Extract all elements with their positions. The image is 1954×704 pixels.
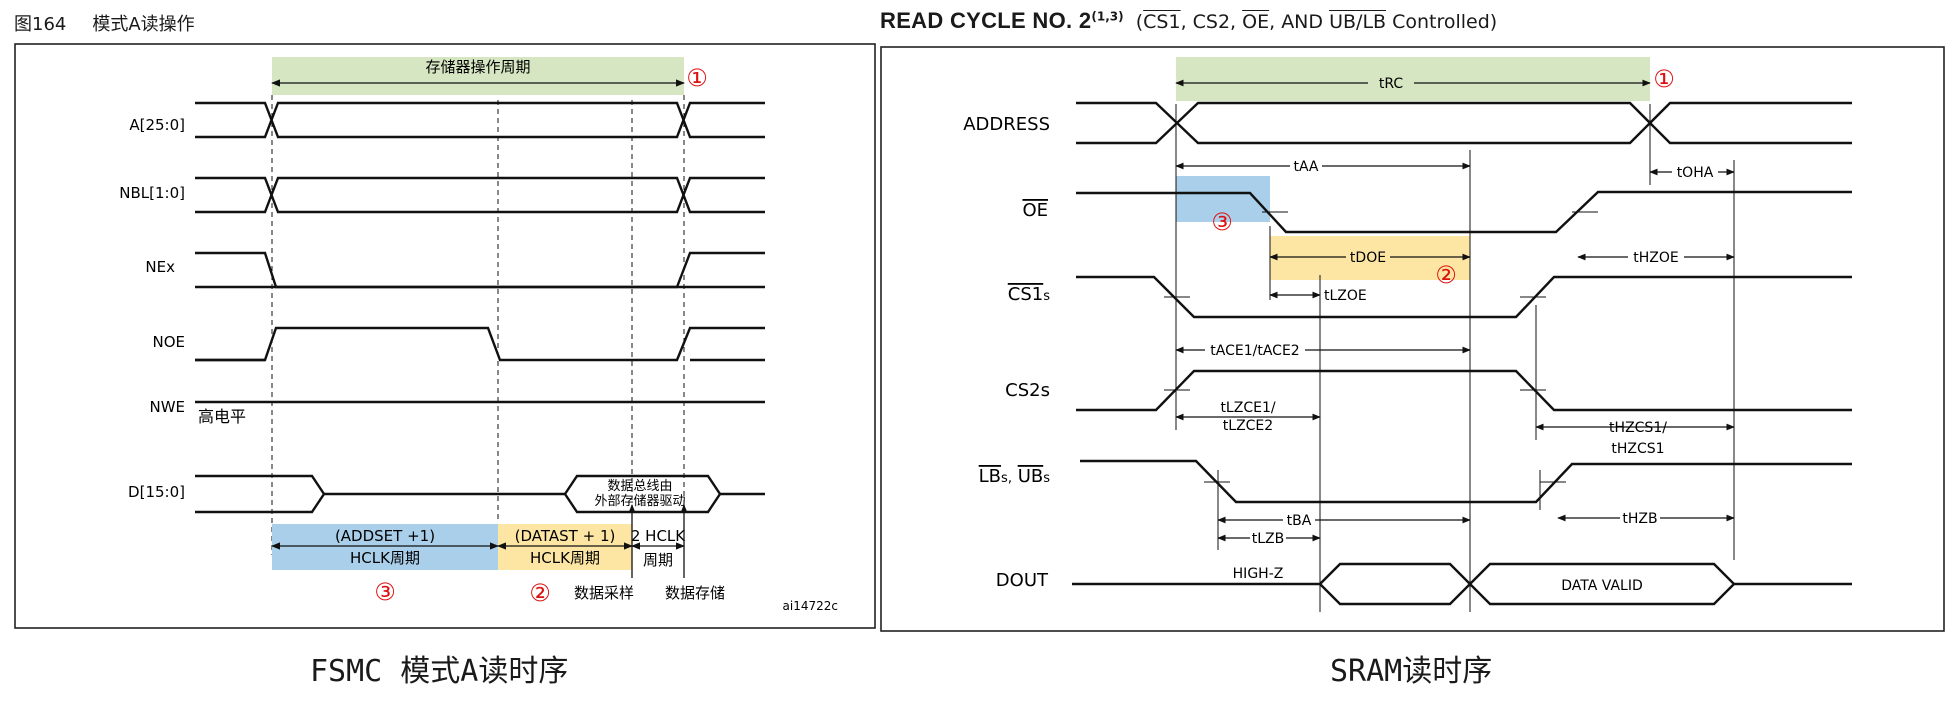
signal-nbl: NBL[1:0] (119, 184, 185, 202)
tlzce-label-1: tLZCE1/ (1220, 400, 1275, 416)
tlzoe-label: tLZOE (1324, 288, 1367, 304)
hclk2-line2: 周期 (643, 551, 673, 569)
title-lb: LB (1362, 11, 1387, 33)
title-mid2: , AND (1269, 11, 1330, 33)
left-caption: FSMC 模式A读时序 (310, 654, 569, 689)
left-marker-2: ② (529, 579, 551, 607)
high-z-label: HIGH-Z (1233, 566, 1284, 582)
right-caption: SRAM读时序 (1330, 654, 1493, 689)
datast-line1: (DATAST + 1) (515, 527, 616, 545)
data-valid-label: DATA VALID (1561, 578, 1642, 594)
signal-noe: NOE (152, 333, 185, 351)
data-bus-note-1: 数据总线由 (607, 479, 672, 494)
thzcs-label-1: tHZCS1/ (1609, 420, 1667, 436)
signal-lb-name: LB (979, 466, 1001, 487)
wave-address-lower (1076, 101, 1852, 145)
signal-a: A[25:0] (129, 116, 185, 134)
left-figure-title: 图164 模式A读操作 (14, 10, 195, 36)
wave-nex-high (195, 251, 765, 289)
wave-nbl-lower (195, 176, 765, 214)
store-label: 数据存储 (665, 584, 725, 602)
tace-label: tACE1/tACE2 (1210, 343, 1299, 359)
sample-label: 数据采样 (574, 584, 634, 602)
right-panel-frame (880, 46, 1945, 632)
right-marker-1: ① (1653, 65, 1675, 93)
fsmc-timing-panel: 存储器操作周期 ① A[25:0] NBL[1:0] NEx NOE NWE D… (14, 43, 876, 629)
datast-line2: HCLK周期 (530, 549, 600, 567)
wave-address-upper (1076, 101, 1852, 145)
fsmc-waveforms (195, 101, 765, 514)
wave-dout-transition (1318, 562, 1472, 606)
signal-ub-sub: s (1043, 471, 1050, 486)
left-panel-frame (14, 43, 876, 629)
wave-cs2 (1076, 369, 1852, 412)
tlzb-label: tLZB (1252, 531, 1284, 547)
thzb-label: tHZB (1622, 511, 1657, 527)
signal-dout: DOUT (996, 570, 1049, 591)
title-slash: / (1356, 11, 1363, 33)
figure-number: 图164 (14, 14, 67, 35)
right-figure-title: READ CYCLE NO. 2(1,3) (CS1, CS2, OE, AND… (880, 8, 1497, 34)
signal-cs1: CS1s (1008, 284, 1050, 305)
wave-lb-ub (1080, 459, 1852, 504)
thzoe-label: tHZOE (1633, 250, 1678, 266)
addset-line1: (ADDSET +1) (335, 527, 435, 545)
wave-d-left (195, 474, 326, 514)
read-cycle-title: READ CYCLE NO. 2 (880, 8, 1092, 33)
signal-d: D[15:0] (128, 483, 185, 501)
title-cs1: CS1 (1143, 11, 1181, 33)
sram-waveforms (1072, 101, 1852, 606)
right-marker-3: ③ (1211, 208, 1233, 236)
trc-label: tRC (1379, 76, 1404, 92)
title-superscript: (1,3) (1091, 9, 1124, 24)
signal-nex: NEx (145, 258, 175, 276)
signal-ub-name: UB (1018, 466, 1044, 487)
thzcs-label-2: tHZCS1 (1611, 441, 1664, 457)
wave-oe (1076, 190, 1852, 234)
tba-label: tBA (1287, 513, 1312, 529)
signal-lb-ub: LBs, UBs (979, 466, 1051, 487)
wave-a-lower (195, 101, 765, 139)
tdoe-label: tDOE (1350, 250, 1386, 266)
taa-label: tAA (1293, 159, 1318, 175)
timing-labels: tRC tAA tOHA tDOE tHZOE tLZOE tACE1/tACE… (1205, 74, 1718, 594)
right-marker-2: ② (1435, 261, 1457, 289)
nwe-high-label: 高电平 (198, 407, 246, 426)
wave-noe (195, 326, 765, 362)
left-marker-1: ① (686, 64, 708, 92)
left-guide-lines (271, 95, 685, 555)
memory-period-label: 存储器操作周期 (425, 58, 530, 76)
signal-lb-sub: s, (1001, 471, 1012, 486)
title-mid1: , CS2, (1180, 11, 1243, 33)
sram-timing-panel: ADDRESS OE CS1s CS2s LBs, UBs DOUT (880, 46, 1945, 632)
toha-label: tOHA (1677, 165, 1714, 181)
wave-a-upper (195, 101, 765, 139)
left-marker-3: ③ (374, 578, 396, 606)
data-bus-note-2: 外部存储器驱动 (594, 494, 685, 509)
signal-oe: OE (1022, 200, 1048, 221)
addset-line2: HCLK周期 (350, 549, 420, 567)
signal-cs1-name: CS1 (1008, 284, 1043, 305)
title-ub: UB (1329, 11, 1357, 33)
transition-ticks (1164, 211, 1598, 483)
title-tail: Controlled) (1386, 11, 1498, 33)
signal-cs1-sub: s (1043, 289, 1050, 304)
wave-cs1 (1076, 275, 1852, 319)
figure-title: 模式A读操作 (92, 14, 195, 35)
memory-period-band (272, 57, 684, 95)
tlzce-label-2: tLZCE2 (1223, 418, 1273, 434)
title-open-paren: ( (1135, 11, 1144, 33)
title-oe: OE (1242, 11, 1270, 33)
figure-code: ai14722c (783, 599, 838, 613)
hclk2-line1: 2 HCLK (631, 527, 686, 545)
signal-address: ADDRESS (963, 114, 1050, 135)
wave-nbl-upper (195, 176, 765, 214)
signal-nwe: NWE (149, 398, 185, 416)
signal-cs2: CS2s (1005, 380, 1050, 401)
right-guide-lines (1175, 104, 1735, 612)
